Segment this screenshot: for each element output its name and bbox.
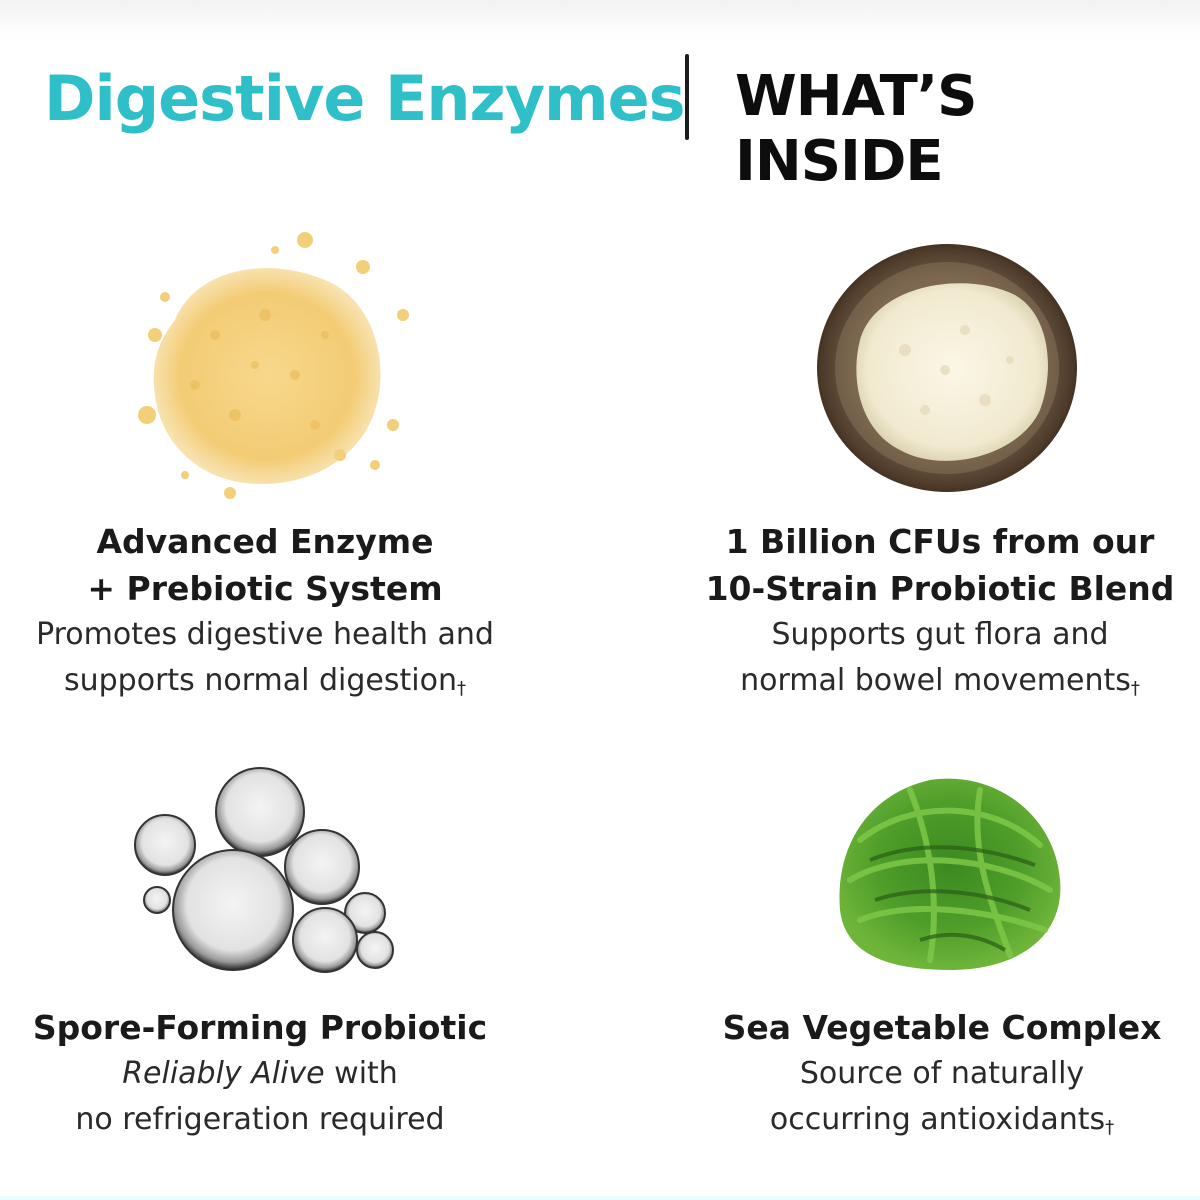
feature-sea-vegetable: Sea Vegetable Complex Source of naturall… bbox=[662, 1004, 1200, 1151]
desc-line: occurring antioxidants bbox=[769, 1102, 1106, 1137]
spore-bubbles-icon bbox=[134, 767, 394, 973]
desc-line: with bbox=[324, 1056, 398, 1091]
feature-title: Advanced Enzyme + Prebiotic System bbox=[0, 518, 545, 612]
title-line: Advanced Enzyme bbox=[96, 522, 434, 561]
feature-title: 1 Billion CFUs from our 10-Strain Probio… bbox=[660, 518, 1200, 612]
feature-title: Sea Vegetable Complex bbox=[662, 1004, 1200, 1051]
feature-description: Source of naturally occurring antioxidan… bbox=[662, 1051, 1200, 1151]
desc-line: Promotes digestive health and bbox=[36, 617, 494, 652]
desc-line: Source of naturally bbox=[799, 1056, 1085, 1091]
yellow-powder-pile-icon bbox=[138, 232, 409, 499]
feature-title: Spore-Forming Probiotic bbox=[0, 1004, 540, 1051]
desc-line: normal bowel movements bbox=[740, 663, 1131, 698]
title-line: 10-Strain Probiotic Blend bbox=[705, 569, 1175, 608]
title-line: Spore-Forming Probiotic bbox=[32, 1008, 488, 1047]
feature-enzyme: Advanced Enzyme + Prebiotic System Promo… bbox=[0, 518, 545, 712]
title-line: 1 Billion CFUs from our bbox=[725, 522, 1155, 561]
title-line: Sea Vegetable Complex bbox=[722, 1008, 1162, 1047]
brand-title: Digestive Enzymes bbox=[44, 62, 686, 135]
dagger-mark: † bbox=[1130, 678, 1140, 699]
feature-description: Supports gut flora and normal bowel move… bbox=[660, 612, 1200, 712]
header: Digestive Enzymes WHAT’S INSIDE bbox=[0, 50, 1200, 194]
emphasis-text: Reliably Alive bbox=[122, 1056, 325, 1091]
header-divider bbox=[685, 54, 689, 140]
desc-line: no refrigeration required bbox=[75, 1102, 445, 1137]
desc-line: supports normal digestion bbox=[64, 663, 457, 698]
seaweed-icon bbox=[839, 778, 1061, 970]
desc-line: Supports gut flora and bbox=[771, 617, 1109, 652]
footer-strip bbox=[0, 1196, 1200, 1200]
section-title: WHAT’S INSIDE bbox=[735, 64, 977, 194]
dagger-mark: † bbox=[456, 678, 466, 699]
feature-probiotic-blend: 1 Billion CFUs from our 10-Strain Probio… bbox=[660, 518, 1200, 712]
probiotic-bowl-icon bbox=[817, 244, 1077, 492]
title-line: + Prebiotic System bbox=[87, 569, 443, 608]
feature-description: Promotes digestive health and supports n… bbox=[0, 612, 545, 712]
dagger-mark: † bbox=[1105, 1117, 1115, 1138]
feature-description: Reliably Alive with no refrigeration req… bbox=[0, 1051, 540, 1143]
feature-spore-probiotic: Spore-Forming Probiotic Reliably Alive w… bbox=[0, 1004, 540, 1143]
